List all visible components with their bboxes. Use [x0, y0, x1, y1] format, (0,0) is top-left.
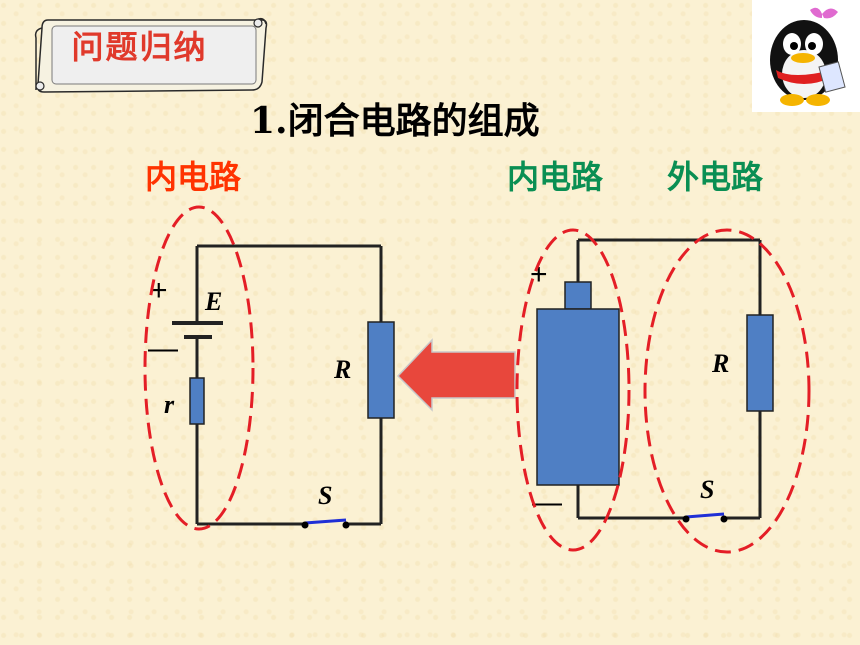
- page-heading: 1.闭合电路的组成: [250, 100, 540, 142]
- caption-outer-circuit: 外电路: [667, 158, 764, 196]
- right-plus-sign: +: [530, 258, 548, 291]
- left-arrow-icon: [396, 338, 516, 412]
- right-switch-label: S: [700, 475, 714, 504]
- left-wires: [195, 244, 383, 526]
- left-inner-ellipse: [143, 205, 255, 531]
- scroll-banner-icon: [34, 17, 268, 93]
- left-resistor: [367, 321, 395, 419]
- left-switch-contact-b: [342, 521, 350, 529]
- left-circuit: + — E r R S: [143, 205, 395, 531]
- left-switch-label: S: [318, 481, 332, 510]
- right-wires: [576, 238, 762, 520]
- right-switch-contact-b: [720, 515, 728, 523]
- internal-resistor-label: r: [164, 390, 175, 419]
- emf-label: E: [204, 287, 222, 316]
- left-switch: [304, 518, 347, 525]
- caption-inner-circuit-right: 内电路: [507, 158, 604, 196]
- right-inner-ellipse: [515, 228, 631, 552]
- battery-body: [536, 308, 620, 486]
- left-resistor-label: R: [333, 355, 351, 384]
- right-switch-contact-a: [682, 515, 690, 523]
- battery-terminal: [564, 281, 592, 310]
- right-resistor: [746, 314, 774, 412]
- right-resistor-label: R: [711, 349, 729, 378]
- left-switch-contact-a: [301, 521, 309, 529]
- outer-circuit-ellipse: [643, 228, 811, 554]
- caption-inner-circuit-left: 内电路: [145, 158, 242, 196]
- banner-title: 问题归纳: [71, 28, 208, 66]
- right-switch: [685, 512, 725, 519]
- penguin-mascot-icon: [752, 0, 860, 112]
- left-minus-sign: —: [148, 332, 178, 365]
- right-circuit: + — R S: [515, 228, 811, 554]
- right-minus-sign: —: [532, 486, 562, 519]
- internal-resistor: [189, 377, 205, 425]
